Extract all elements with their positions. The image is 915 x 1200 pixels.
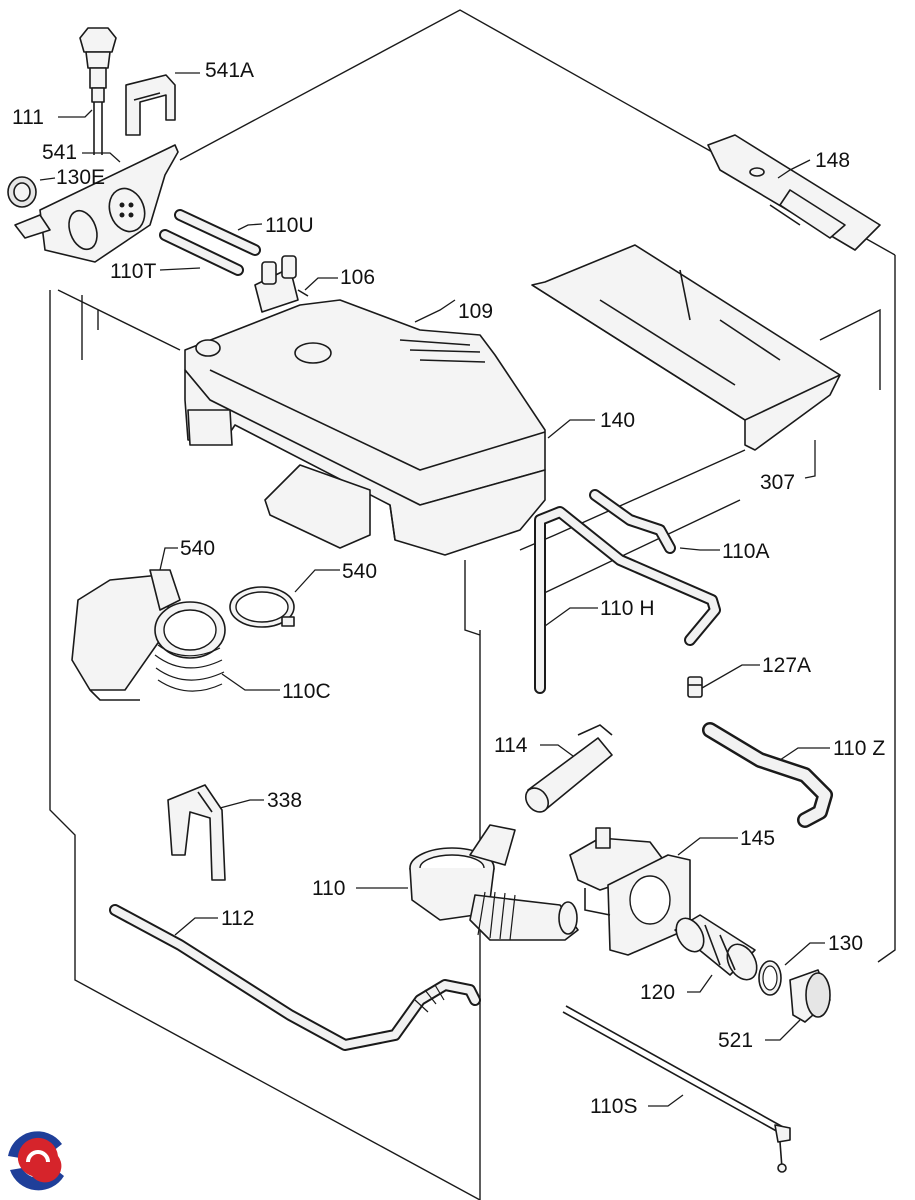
part-130-seal[interactable] bbox=[758, 960, 782, 996]
part-110t-tube[interactable] bbox=[159, 229, 244, 276]
part-127a-nipple[interactable] bbox=[687, 676, 703, 698]
label-111: 111 bbox=[12, 106, 44, 129]
label-140: 140 bbox=[600, 409, 635, 432]
label-114: 114 bbox=[494, 734, 528, 757]
part-541-bracket[interactable] bbox=[14, 144, 179, 263]
label-521: 521 bbox=[718, 1029, 753, 1052]
label-110: 110 bbox=[312, 877, 345, 900]
label-110a: 110A bbox=[722, 540, 770, 563]
label-541a: 541A bbox=[205, 59, 254, 82]
part-106-valve[interactable] bbox=[254, 255, 309, 313]
part-140-housing-body[interactable] bbox=[184, 369, 546, 556]
part-541a-clip[interactable] bbox=[125, 74, 176, 136]
part-110h-hose[interactable] bbox=[534, 506, 721, 694]
label-110z: 110 Z bbox=[833, 737, 885, 760]
part-112-drain-hose[interactable] bbox=[109, 904, 481, 1051]
label-110s: 110S bbox=[590, 1095, 638, 1118]
label-130e: 130E bbox=[56, 166, 105, 189]
part-110s-rod[interactable] bbox=[562, 1005, 791, 1173]
part-338-clip[interactable] bbox=[167, 784, 226, 881]
part-307-drawer[interactable] bbox=[531, 244, 841, 451]
label-109: 109 bbox=[458, 300, 493, 323]
label-110c: 110C bbox=[282, 680, 331, 703]
part-521-cap[interactable] bbox=[789, 969, 831, 1023]
label-148: 148 bbox=[815, 149, 850, 172]
part-110c-bellows-hose[interactable] bbox=[71, 569, 226, 701]
label-127a: 127A bbox=[762, 654, 811, 677]
part-110u-tube[interactable] bbox=[174, 209, 261, 256]
part-114-connector[interactable] bbox=[521, 724, 613, 816]
brand-logo bbox=[5, 1129, 71, 1195]
label-120: 120 bbox=[640, 981, 675, 1004]
label-338: 338 bbox=[267, 789, 302, 812]
label-145: 145 bbox=[740, 827, 775, 850]
label-307: 307 bbox=[760, 471, 795, 494]
part-110z-hose[interactable] bbox=[702, 722, 833, 828]
part-130e-cap[interactable] bbox=[7, 176, 37, 208]
label-106: 106 bbox=[340, 266, 375, 289]
part-109-housing-top[interactable] bbox=[184, 299, 546, 506]
part-111-inlet-tap[interactable] bbox=[79, 27, 117, 155]
label-112: 112 bbox=[221, 907, 254, 930]
part-120-filter[interactable] bbox=[671, 913, 763, 985]
label-540-upper: 540 bbox=[180, 537, 215, 560]
part-148-handle[interactable] bbox=[707, 134, 881, 251]
label-110t: 110T bbox=[110, 260, 156, 283]
leader-lines bbox=[39, 72, 830, 1107]
label-130: 130 bbox=[828, 932, 863, 955]
label-540-lower: 540 bbox=[342, 560, 377, 583]
part-110a-hose[interactable] bbox=[589, 489, 676, 554]
label-110h: 110 H bbox=[600, 597, 654, 620]
part-145-pump-housing[interactable] bbox=[569, 827, 691, 956]
part-labels: 111 541A 541 130E 110U 110T 106 109 148 … bbox=[12, 59, 885, 1118]
label-541: 541 bbox=[42, 141, 77, 164]
label-110u: 110U bbox=[265, 214, 314, 237]
part-110-sump-hose[interactable] bbox=[409, 824, 579, 941]
part-540-clamp[interactable] bbox=[229, 586, 295, 628]
